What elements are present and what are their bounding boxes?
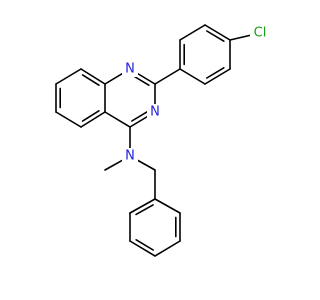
bond-p3-p4 xyxy=(204,24,231,41)
bond-b3-b4-inner xyxy=(135,238,154,251)
bond-b1-b2-inner xyxy=(135,204,154,216)
atom-labels: N N N Cl xyxy=(122,25,270,164)
bond-b4-b5 xyxy=(154,240,181,257)
bond-b3-b4 xyxy=(129,240,156,257)
bond-c8-c8a-inner xyxy=(81,74,100,86)
bond-c4a-c5-inner xyxy=(81,110,100,122)
bond-c4a-c5 xyxy=(80,111,106,128)
atom-label-n1: N xyxy=(125,62,135,77)
atom-label-amine-n: N xyxy=(125,149,135,164)
bond-c7-c8 xyxy=(55,68,82,85)
atom-label-n3: N xyxy=(150,105,160,120)
bond-c5-c6 xyxy=(55,111,82,128)
bond-lines xyxy=(55,24,261,257)
bond-c8-c8a xyxy=(80,68,106,85)
bond-c4-c4a xyxy=(104,111,131,128)
bond-p6-p1 xyxy=(179,68,206,85)
bond-p2-p3 xyxy=(179,24,206,41)
chemical-structure-diagram: N N N Cl xyxy=(55,24,270,257)
bond-p3-p4-inner xyxy=(206,30,225,43)
bond-b1-b2 xyxy=(129,198,156,214)
bond-p5-p6-inner xyxy=(206,66,225,79)
atom-label-chlorine: Cl xyxy=(254,26,267,41)
bond-n3-c4-inner xyxy=(131,109,150,122)
bond-b6-b1 xyxy=(154,198,181,214)
bond-c2-p1 xyxy=(154,68,181,85)
bond-p5-p6 xyxy=(204,68,231,85)
